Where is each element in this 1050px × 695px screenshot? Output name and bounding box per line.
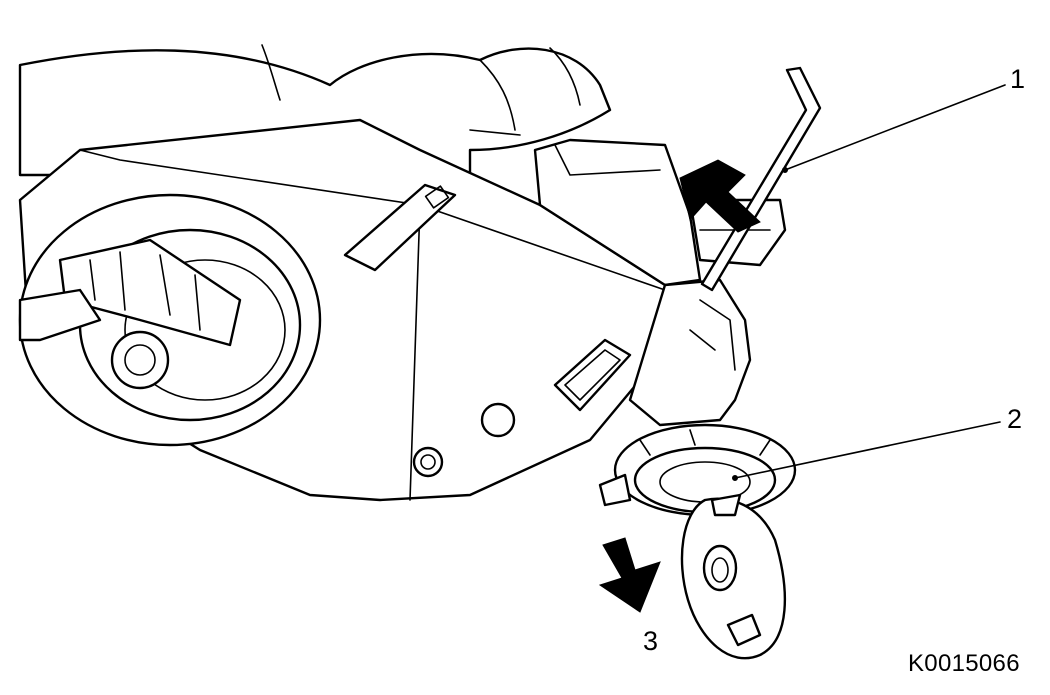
leader-lines [732,84,1006,481]
callout-3-label: 3 [643,626,659,656]
reference-code: K0015066 [908,650,1020,677]
clock-spring [18,193,322,447]
push-arrow-icon [679,159,761,233]
ignition-key [680,493,787,660]
pull-arrow-icon [598,537,661,613]
callout-1-label: 1 [1010,64,1026,94]
release-tool [700,66,822,292]
callout-2-label: 2 [1007,404,1023,434]
